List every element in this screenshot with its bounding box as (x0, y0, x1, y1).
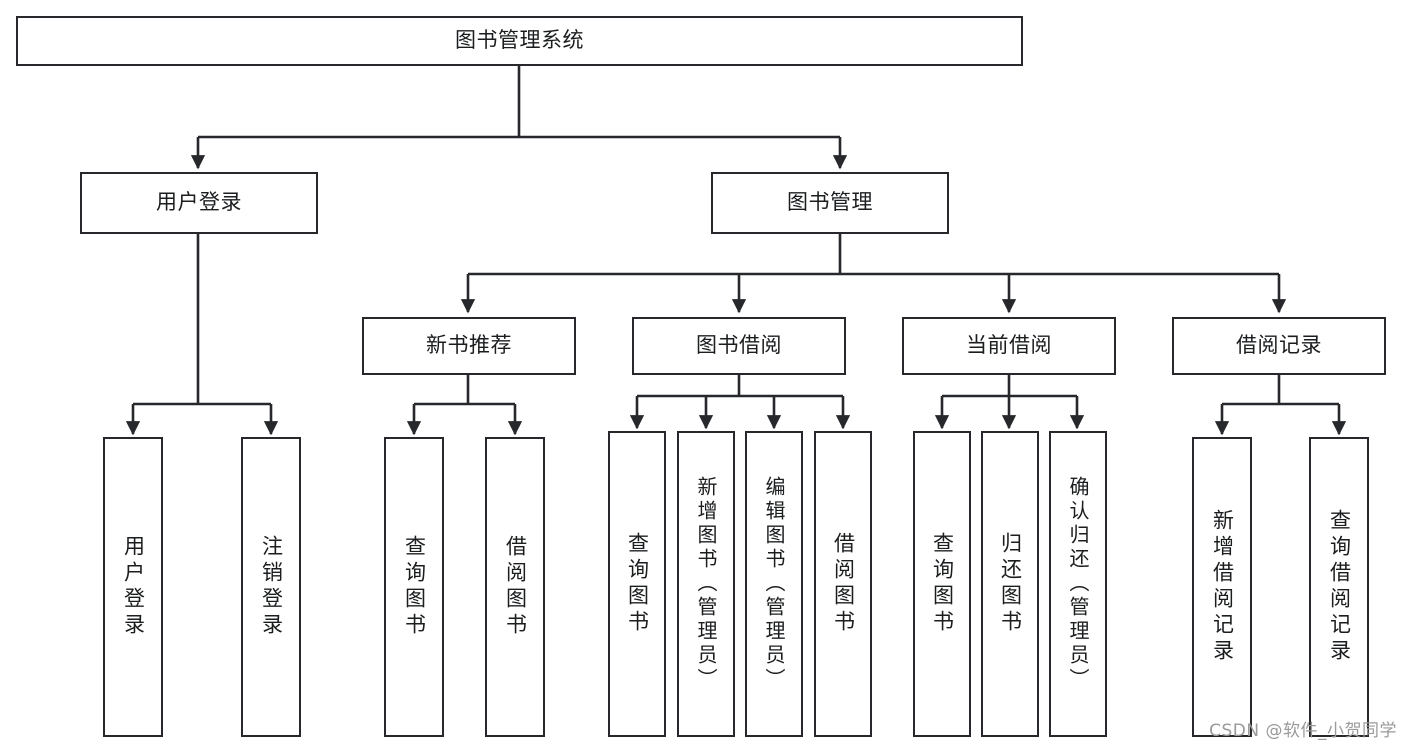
node-label: 当前借阅 (966, 333, 1052, 358)
node-label: 用户登录 (121, 535, 146, 639)
node-current-borrow[interactable]: 当前借阅 (902, 317, 1116, 375)
node-leaf-borrow-book[interactable]: 借阅图书 (814, 431, 872, 737)
node-leaf-add-borrow-record[interactable]: 新增借阅记录 (1192, 437, 1252, 737)
node-leaf-query-borrow-record[interactable]: 查询借阅记录 (1309, 437, 1369, 737)
node-leaf-query-book-newbook[interactable]: 查询图书 (384, 437, 444, 737)
node-borrow-record[interactable]: 借阅记录 (1172, 317, 1386, 375)
node-leaf-logout[interactable]: 注销登录 (241, 437, 301, 737)
node-label: 确认归还（管理员） (1066, 476, 1090, 692)
node-root-system[interactable]: 图书管理系统 (16, 16, 1023, 66)
node-user-login[interactable]: 用户登录 (80, 172, 318, 234)
node-label: 注销登录 (259, 535, 284, 639)
node-leaf-query-book-current[interactable]: 查询图书 (913, 431, 971, 737)
node-label: 图书管理系统 (455, 28, 584, 53)
node-label: 借阅图书 (503, 535, 528, 639)
node-leaf-edit-book-admin[interactable]: 编辑图书（管理员） (745, 431, 803, 737)
node-book-borrow[interactable]: 图书借阅 (632, 317, 846, 375)
node-label: 查询借阅记录 (1327, 509, 1352, 665)
node-label: 归还图书 (998, 532, 1023, 636)
node-label: 借阅图书 (831, 532, 856, 636)
node-leaf-borrow-book-newbook[interactable]: 借阅图书 (485, 437, 545, 737)
node-label: 借阅记录 (1236, 333, 1322, 358)
node-leaf-query-book-borrow[interactable]: 查询图书 (608, 431, 666, 737)
node-label: 图书借阅 (696, 333, 782, 358)
node-label: 新增图书（管理员） (694, 476, 718, 692)
node-label: 查询图书 (402, 535, 427, 639)
node-leaf-user-login[interactable]: 用户登录 (103, 437, 163, 737)
node-leaf-return-book[interactable]: 归还图书 (981, 431, 1039, 737)
node-label: 图书管理 (787, 190, 873, 215)
node-leaf-add-book-admin[interactable]: 新增图书（管理员） (677, 431, 735, 737)
node-label: 用户登录 (156, 190, 242, 215)
node-label: 编辑图书（管理员） (762, 476, 786, 692)
node-label: 新书推荐 (426, 333, 512, 358)
node-book-management[interactable]: 图书管理 (711, 172, 949, 234)
node-label: 查询图书 (930, 532, 955, 636)
node-label: 新增借阅记录 (1210, 509, 1235, 665)
node-leaf-confirm-return-admin[interactable]: 确认归还（管理员） (1049, 431, 1107, 737)
node-label: 查询图书 (625, 532, 650, 636)
csdn-watermark: CSDN @软件_小贺同学 (1209, 721, 1397, 741)
node-new-book-recommendation[interactable]: 新书推荐 (362, 317, 576, 375)
